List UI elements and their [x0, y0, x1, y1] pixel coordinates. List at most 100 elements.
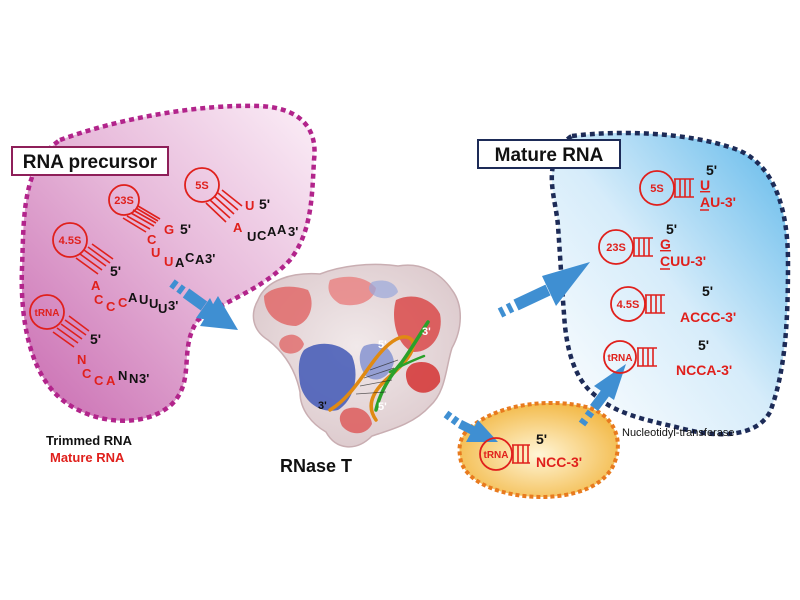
mature-stem-45s: [645, 294, 665, 314]
nt-45s-blk-0: A: [128, 290, 138, 305]
strand-orange: [328, 335, 416, 422]
strand-green: [374, 320, 430, 412]
mature-23s-top: G: [660, 236, 671, 252]
nt-5s-blk-0: U: [247, 229, 256, 244]
protein-red-patch: [405, 362, 441, 393]
nt-5s-blk-3: A: [277, 222, 287, 237]
stem-23s: [122, 205, 161, 233]
nt-5s-blk-1: C: [257, 228, 267, 243]
nt-5s-red-1: A: [233, 220, 243, 235]
stem-trna: [52, 315, 90, 348]
mature-5s-top: U: [700, 177, 710, 193]
loop-45s-label: 4.5S: [59, 235, 82, 247]
strand-label-5a: 5': [378, 339, 387, 351]
strand-bonds: [355, 359, 399, 395]
strand-label-3b: 3': [422, 326, 431, 338]
mature-trna: tRNA 5' NCCA-3': [603, 337, 732, 378]
mature-title: Mature RNA: [495, 145, 604, 166]
mature-stem-5s: [674, 178, 694, 198]
intermediate-five-prime: 5': [536, 431, 547, 447]
strand-green-2: [388, 354, 426, 374]
strand-label-5b: 5': [378, 401, 387, 413]
nt-23s-blk-2: A: [195, 252, 205, 267]
nt-23s-red-2: U: [151, 245, 160, 260]
mature-23s-five-prime: 5': [666, 221, 677, 237]
precursor-region: [19, 103, 317, 423]
precursor-5s: 5S 5' U A U C A A 3': [184, 167, 298, 244]
nt-45s-red-2: C: [106, 299, 116, 314]
nt-trna-blk-1: N: [129, 371, 138, 386]
mature-5s-bottom: AU-3': [700, 194, 736, 210]
intermediate-seq: NCC-3': [536, 454, 582, 470]
mature-trna-bottom: NCCA-3': [676, 362, 732, 378]
mature-loop-trna-label: tRNA: [608, 353, 633, 364]
five-prime-trna: 5': [90, 331, 101, 347]
precursor-45s: 4.5S 5' A C C C A U U U 3': [52, 222, 178, 316]
nt-trna-blk-2: 3': [139, 371, 149, 386]
precursor-title: RNA precursor: [23, 152, 158, 173]
nt-45s-blk-2: U: [149, 296, 158, 311]
nt-45s-red-1: C: [94, 292, 104, 307]
nt-5s-blk-4: 3': [288, 224, 298, 239]
nt-23s-blk-3: 3': [205, 251, 215, 266]
nt-45s-red-3: C: [118, 295, 128, 310]
mature-45s-five-prime: 5': [702, 283, 713, 299]
mature-loop-5s: [639, 170, 675, 206]
enzyme-label: RNase T: [280, 456, 352, 476]
nt-trna-red-2: C: [94, 373, 104, 388]
nt-23s-red-1: C: [147, 232, 157, 247]
legend-trimmed: Trimmed RNA: [46, 433, 133, 448]
nt-45s-blk-4: 3': [168, 298, 178, 313]
nt-trna-red-3: A: [106, 373, 116, 388]
precursor-trna: tRNA 5' N C C A N N 3': [29, 294, 149, 388]
nt-23s-red-3: U: [164, 254, 173, 269]
protein-blue-patch: [369, 280, 398, 299]
nt-5s-blk-2: A: [267, 224, 277, 239]
mature-loop-45s: [610, 286, 646, 322]
mature-loop-23s-label: 23S: [606, 242, 626, 254]
mature-title-box: [477, 139, 621, 169]
nt-23s-blk-1: C: [185, 250, 195, 265]
loop-trna-label: tRNA: [35, 308, 60, 319]
legend-mature: Mature RNA: [50, 450, 125, 465]
nt-23s-red-0: G: [164, 222, 174, 237]
mature-45s-bottom: ACCC-3': [680, 309, 736, 325]
five-prime-23s: 5': [180, 221, 191, 237]
mature-loop-5s-label: 5S: [650, 183, 663, 195]
stem-45s: [75, 243, 114, 275]
loop-5s: [184, 167, 220, 203]
protein-red-patch: [339, 407, 372, 434]
nt-5s-red-0: U: [245, 198, 254, 213]
mature-5s: 5S 5' U AU-3': [639, 162, 736, 211]
nt-trna-red-0: N: [77, 352, 86, 367]
intermediate-loop: [479, 437, 513, 471]
mature-loop-45s-label: 4.5S: [617, 299, 640, 311]
protein-blue-patch: [298, 343, 356, 411]
mature-23s-bottom: CUU-3': [660, 253, 706, 269]
mature-loop-trna: [603, 340, 637, 374]
precursor-title-box: [11, 146, 169, 176]
arrow-enzyme-to-intermediate: [443, 410, 498, 442]
nt-23s-blk-0: A: [175, 255, 185, 270]
intermediate-stem: [512, 444, 530, 464]
nt-trna-red-1: C: [82, 366, 92, 381]
nt-45s-red-0: A: [91, 278, 101, 293]
intermediate-region: [457, 400, 620, 499]
loop-23s: [108, 184, 140, 216]
precursor-23s: 23S 5' G C U U A C A 3': [108, 184, 215, 270]
loop-23s-label: 23S: [114, 195, 134, 207]
loop-45s: [52, 222, 88, 258]
intermediate-loop-label: tRNA: [484, 450, 509, 461]
mature-23s: 23S 5' G CUU-3': [598, 221, 706, 270]
nt-45s-blk-3: U: [158, 301, 167, 316]
five-prime-5s: 5': [259, 196, 270, 212]
strand-label-3a: 3': [318, 400, 327, 412]
mature-region: [549, 130, 791, 437]
arrow-precursor-to-enzyme: [169, 279, 238, 330]
arrow-enzyme-to-mature: [497, 262, 590, 318]
nucleotidyl-transferase-label: Nucleotidyl-transferase: [622, 427, 735, 439]
mature-loop-23s: [598, 229, 634, 265]
mature-stem-23s: [633, 237, 653, 257]
mature-5s-five-prime: 5': [706, 162, 717, 178]
